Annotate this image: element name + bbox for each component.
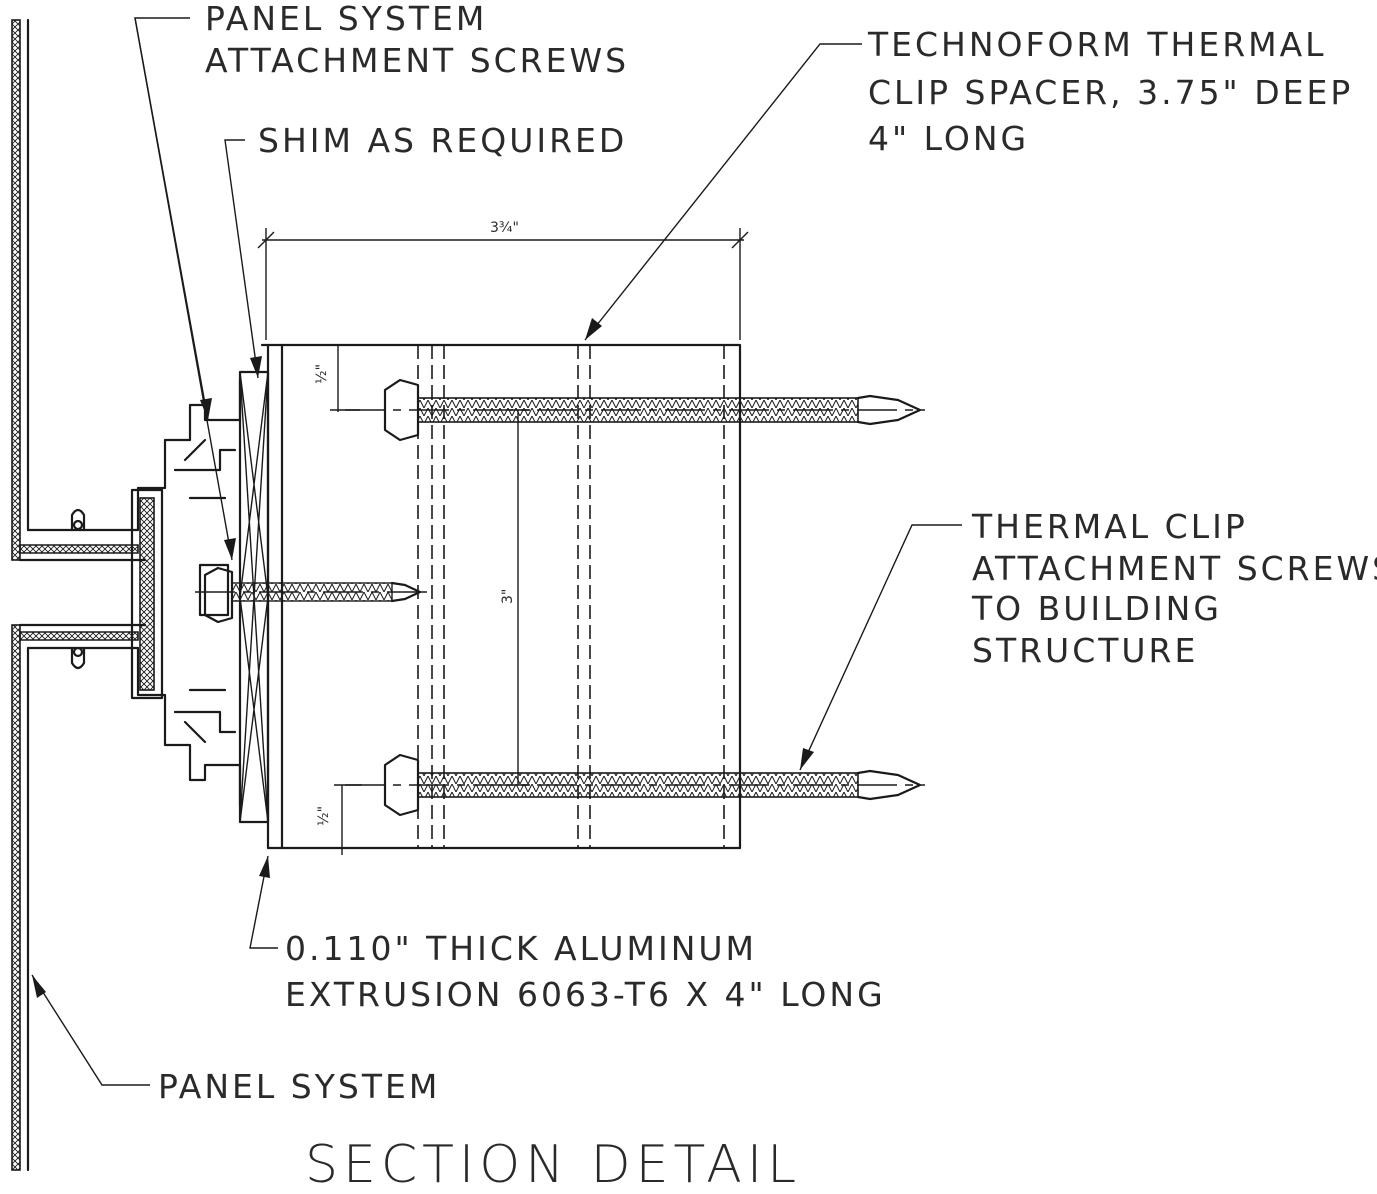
note-panel-system-line-1: PANEL SYSTEM [158, 1067, 440, 1106]
panel-extrusion [163, 378, 242, 807]
note-spacer-line-3: 4" LONG [868, 119, 1029, 158]
panel-spline [130, 488, 164, 700]
note-clip-screws-line-4: STRUCTURE [972, 631, 1198, 670]
note-panel-system: PANEL SYSTEM [158, 1067, 440, 1106]
leader-spacer [584, 43, 862, 341]
drawing-title: SECTION DETAIL [305, 1135, 801, 1194]
leader-panel-screws [134, 17, 236, 561]
dimension-top-offset: ½" [314, 344, 360, 412]
dimension-top-offset-label: ½" [314, 364, 330, 384]
leader-shim [224, 139, 262, 379]
note-extrusion: 0.110" THICK ALUMINUM EXTRUSION 6063-T6 … [285, 929, 886, 1014]
note-clip-screws-line-3: TO BUILDING [971, 589, 1222, 628]
note-panel-screws-line-1: PANEL SYSTEM [205, 0, 487, 38]
note-panel-screws-line-2: ATTACHMENT SCREWS [205, 41, 629, 80]
note-panel-screws: PANEL SYSTEM ATTACHMENT SCREWS [205, 0, 629, 80]
dimension-bottom-offset: ½" [316, 784, 362, 855]
thermal-clip-screw-upper [345, 378, 925, 442]
note-clip-screws-line-1: THERMAL CLIP [971, 507, 1248, 546]
note-extrusion-line-1: 0.110" THICK ALUMINUM [285, 929, 757, 968]
note-shim-line-1: SHIM AS REQUIRED [258, 121, 627, 160]
thermal-clip-screw-lower [345, 753, 925, 817]
dimension-bottom-offset-label: ½" [316, 806, 332, 826]
note-shim: SHIM AS REQUIRED [258, 121, 627, 160]
note-spacer-line-1: TECHNOFORM THERMAL [867, 25, 1327, 64]
note-spacer: TECHNOFORM THERMAL CLIP SPACER, 3.75" DE… [867, 25, 1353, 158]
panel-attachment-screw [195, 566, 430, 624]
note-extrusion-line-2: EXTRUSION 6063-T6 X 4" LONG [285, 975, 886, 1014]
panel-system [11, 18, 167, 1172]
leader-clip-screws [799, 524, 962, 771]
dimension-width: 3¾" [257, 220, 749, 340]
note-spacer-line-2: CLIP SPACER, 3.75" DEEP [868, 73, 1353, 112]
leader-extrusion [249, 855, 278, 949]
dimension-screw-spacing: 3" [500, 409, 530, 786]
note-clip-screws: THERMAL CLIP ATTACHMENT SCREWS TO BUILDI… [971, 507, 1377, 670]
dimension-screw-spacing-label: 3" [500, 589, 516, 604]
note-clip-screws-line-2: ATTACHMENT SCREWS [972, 549, 1377, 588]
leader-panel-system [31, 974, 150, 1086]
dimension-width-label: 3¾" [490, 220, 519, 236]
